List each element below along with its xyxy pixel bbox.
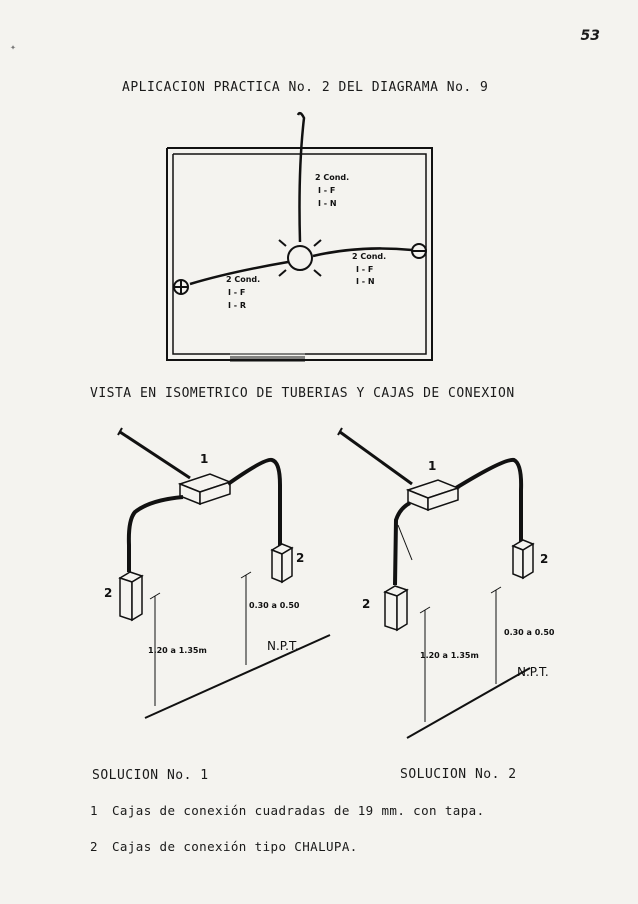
chalupa-box-left <box>118 571 144 622</box>
plan-label-right-1: 2 Cond. <box>352 252 386 261</box>
plan-label-right-3: I - N <box>356 277 375 286</box>
iso-right-npt-label: N.P.T. <box>517 665 549 679</box>
square-box <box>177 473 233 506</box>
iso-left-npt-label: N.P.T. <box>267 639 299 653</box>
floor-plan <box>166 111 433 362</box>
page-title: APLICACION PRACTICA No. 2 DEL DIAGRAMA N… <box>122 80 489 95</box>
plan-label-left-3: I - R <box>228 301 246 310</box>
margin-mark: ✦ <box>10 42 16 53</box>
chalupa-box-right <box>511 539 535 580</box>
solution-2-label: SOLUCION No. 2 <box>400 767 517 782</box>
note-1-number: 1 <box>90 803 98 818</box>
light-fixture-icon <box>278 234 322 277</box>
chalupa-box-left <box>383 585 409 632</box>
iso-left-box1-label: 1 <box>200 452 208 466</box>
plan-label-top-3: I - N <box>318 199 337 208</box>
plan-label-top-1: 2 Cond. <box>315 173 349 182</box>
iso-solution-1 <box>117 427 331 719</box>
note-1-text: Cajas de conexión cuadradas de 19 mm. co… <box>112 803 485 818</box>
iso-right-height-low: 1.20 a 1.35m <box>420 651 479 660</box>
iso-left-box2-left-label: 2 <box>104 586 112 600</box>
iso-right-height-high: 0.30 a 0.50 <box>504 628 555 637</box>
plan-label-right-2: I - F <box>356 265 373 274</box>
square-box <box>405 479 461 512</box>
note-2: 2 Cajas de conexión tipo CHALUPA. <box>90 839 358 854</box>
section-subtitle: VISTA EN ISOMETRICO DE TUBERIAS Y CAJAS … <box>90 386 515 401</box>
outlet-icon <box>173 279 189 295</box>
iso-left-height-low: 1.20 a 1.35m <box>148 646 207 655</box>
conduit-left <box>189 260 289 286</box>
note-2-text: Cajas de conexión tipo CHALUPA. <box>112 839 358 854</box>
note-2-number: 2 <box>90 839 98 854</box>
plan-label-left-2: I - F <box>228 288 245 297</box>
plan-label-top-2: I - F <box>318 186 335 195</box>
page-number: 53 <box>580 28 600 44</box>
plan-label-left-1: 2 Cond. <box>226 275 260 284</box>
iso-right-box1-label: 1 <box>428 459 436 473</box>
solution-1-label: SOLUCION No. 1 <box>92 768 209 783</box>
iso-right-box2-right-label: 2 <box>540 552 548 566</box>
iso-left-box2-right-label: 2 <box>296 551 304 565</box>
conduit-right <box>312 247 413 258</box>
switch-icon <box>411 243 427 259</box>
iso-solution-2 <box>337 427 535 739</box>
iso-right-box2-left-label: 2 <box>362 597 370 611</box>
conduit-feed <box>296 111 306 243</box>
iso-left-height-high: 0.30 a 0.50 <box>249 601 300 610</box>
chalupa-box-right <box>270 543 294 584</box>
note-1: 1 Cajas de conexión cuadradas de 19 mm. c… <box>90 803 485 818</box>
